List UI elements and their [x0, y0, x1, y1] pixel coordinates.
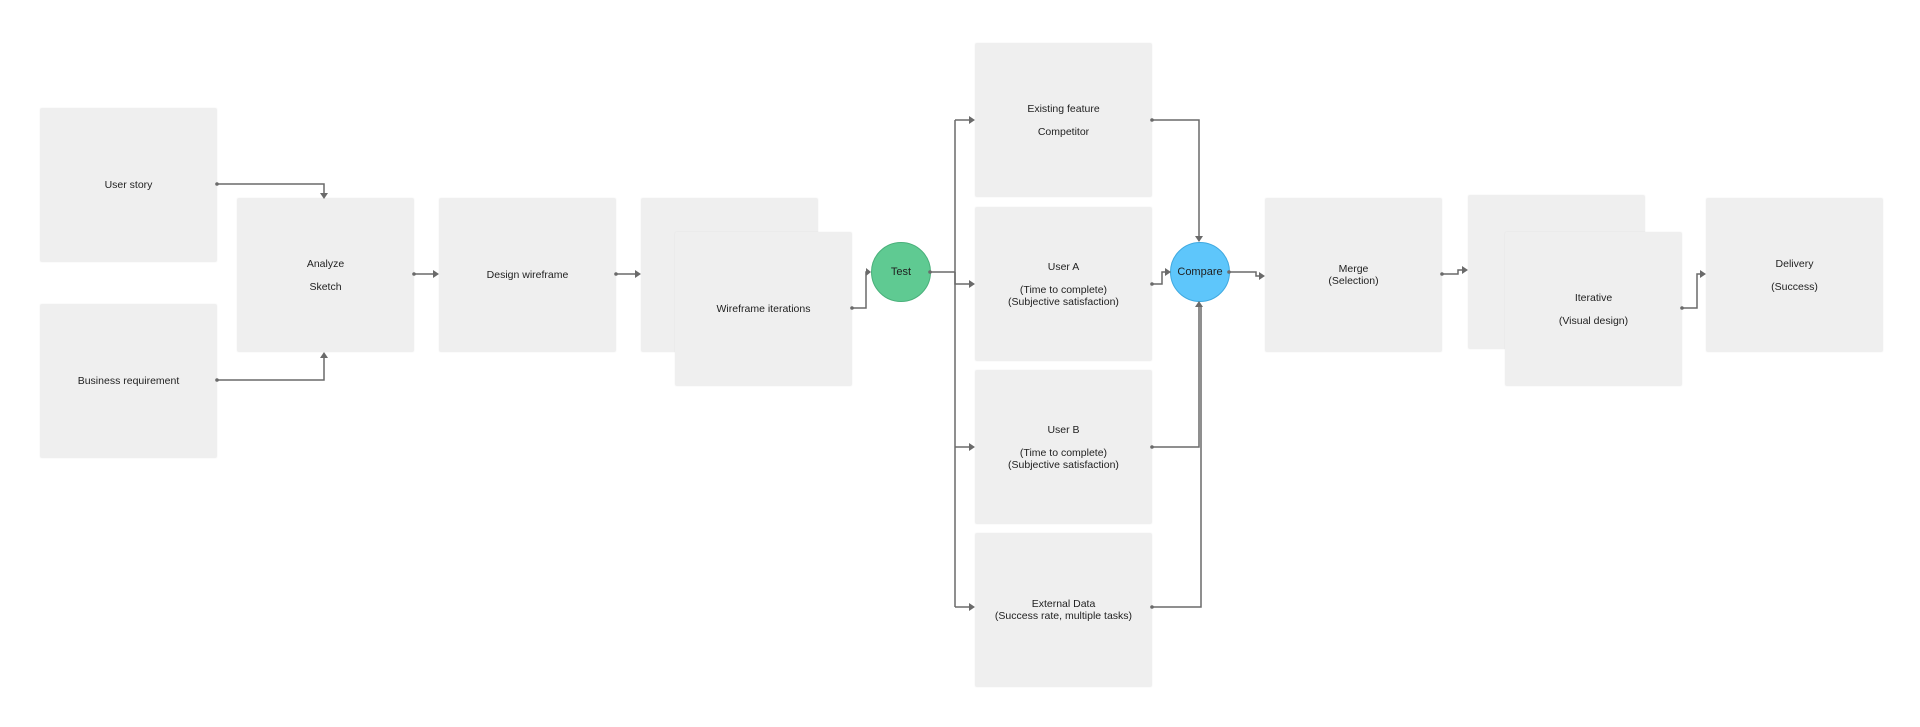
test-label: Test — [890, 266, 912, 278]
external-data-label: External Data — [1031, 598, 1096, 610]
user-b-satisfaction-label: (Subjective satisfaction) — [1008, 458, 1119, 471]
analyze-sketch-node[interactable]: Analyze Sketch — [237, 198, 414, 352]
connector-merge-to-iterative — [1440, 266, 1468, 276]
design-wireframe-node[interactable]: Design wireframe — [439, 198, 616, 352]
external-data-node[interactable]: External Data (Success rate, multiple ta… — [975, 533, 1152, 687]
user-b-time-label: (Time to complete) — [1019, 446, 1108, 459]
iterative-label: Iterative — [1574, 291, 1613, 304]
business-requirement-label: Business requirement — [77, 375, 180, 387]
connector-user-b-to-compare — [1150, 301, 1203, 449]
selection-label: (Selection) — [1328, 275, 1379, 287]
iterative-node[interactable]: Iterative (Visual design) — [1505, 232, 1682, 386]
success-label: (Success) — [1771, 280, 1818, 293]
design-wireframe-label: Design wireframe — [486, 269, 569, 281]
connector-userstory-to-analyze — [215, 182, 328, 199]
connector-compare-to-merge — [1227, 270, 1265, 280]
external-data-detail-label: (Success rate, multiple tasks) — [994, 610, 1133, 622]
merge-label: Merge — [1338, 263, 1369, 275]
competitor-label: Competitor — [1037, 125, 1090, 138]
existing-feature-node[interactable]: Existing feature Competitor — [975, 43, 1152, 197]
connector-analyze-to-design — [412, 270, 439, 278]
user-a-time-label: (Time to complete) — [1019, 283, 1108, 296]
merge-node[interactable]: Merge (Selection) — [1265, 198, 1442, 352]
wireframe-iterations-label: Wireframe iterations — [716, 303, 811, 315]
user-b-label: User B — [1047, 423, 1080, 436]
user-story-node[interactable]: User story — [40, 108, 217, 262]
user-story-label: User story — [104, 179, 153, 191]
connector-iterative-to-delivery — [1680, 270, 1706, 310]
user-a-label: User A — [1047, 260, 1080, 273]
user-b-node[interactable]: User B (Time to complete) (Subjective sa… — [975, 370, 1152, 524]
connector-external-to-compare — [1150, 306, 1202, 609]
business-requirement-node[interactable]: Business requirement — [40, 304, 217, 458]
user-a-node[interactable]: User A (Time to complete) (Subjective sa… — [975, 207, 1152, 361]
existing-feature-label: Existing feature — [1027, 102, 1100, 115]
connector-wireframes-to-test — [850, 268, 871, 310]
connector-existing-to-compare — [1150, 118, 1203, 242]
compare-node[interactable]: Compare — [1170, 242, 1230, 302]
visual-design-label: (Visual design) — [1558, 314, 1629, 327]
compare-label: Compare — [1177, 266, 1223, 278]
test-node[interactable]: Test — [871, 242, 931, 302]
connector-business-to-analyze — [215, 352, 328, 382]
connector-user-a-to-compare — [1150, 268, 1171, 286]
connector-test-branches — [928, 116, 975, 611]
user-a-satisfaction-label: (Subjective satisfaction) — [1008, 295, 1119, 308]
analyze-label: Analyze — [306, 257, 345, 270]
delivery-node[interactable]: Delivery (Success) — [1706, 198, 1883, 352]
delivery-label: Delivery — [1775, 257, 1814, 270]
connector-design-to-wireframes — [614, 270, 641, 278]
wireframe-iterations-node[interactable]: Wireframe iterations — [675, 232, 852, 386]
sketch-label: Sketch — [309, 280, 342, 293]
